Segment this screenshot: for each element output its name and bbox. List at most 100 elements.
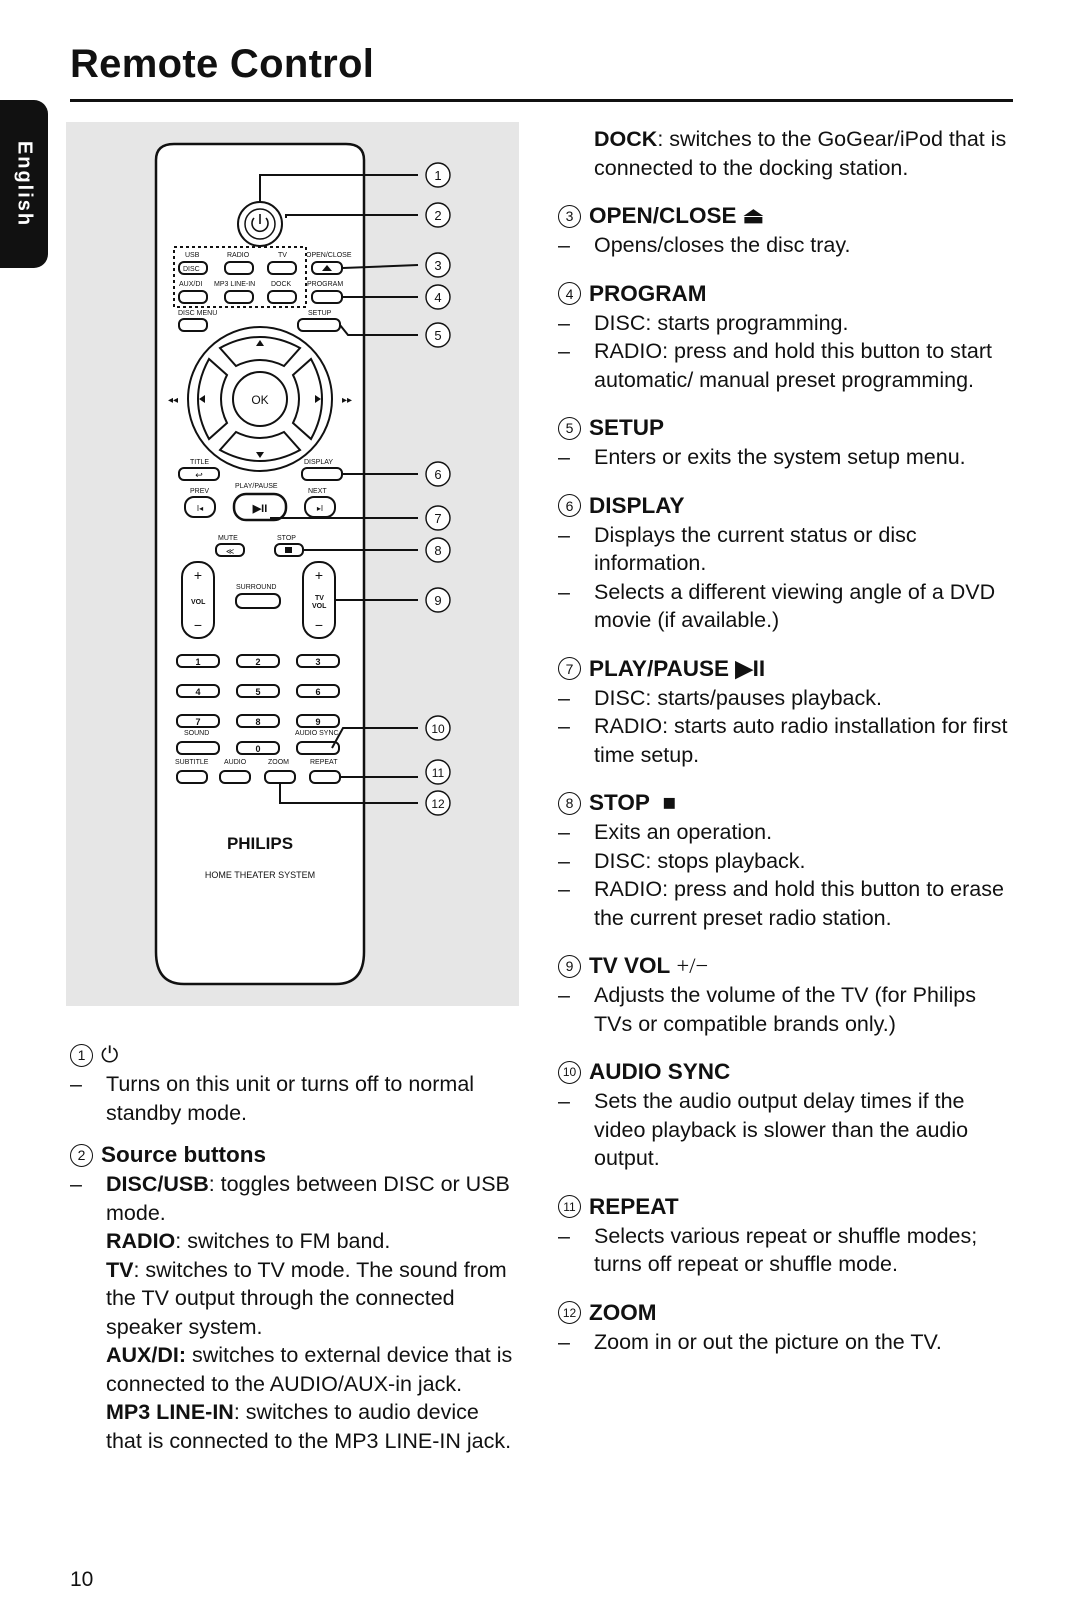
section-title: PROGRAM xyxy=(589,280,707,306)
disc-button xyxy=(178,261,208,275)
title-rule xyxy=(70,99,1013,102)
callout-8: 8 xyxy=(434,543,441,558)
item-text: DISC: starts/pauses playback. xyxy=(594,685,882,710)
display-button xyxy=(301,467,343,481)
remote-illustration-panel: ◂◂ ▸▸ ↩ I◂ ▶II ▸I ≪ + − + − 1 2 3 4 5 6 … xyxy=(66,122,519,1006)
item-text: DISC: starts programming. xyxy=(594,310,849,335)
vol-rocker xyxy=(181,561,215,639)
disc-usb-text: : toggles between DISC or USB mode. xyxy=(106,1172,510,1225)
label-aux-di: AUX/DI xyxy=(179,281,202,288)
callout-5: 5 xyxy=(434,328,441,343)
svg-text:▸▸: ▸▸ xyxy=(342,395,352,406)
label-audio-sync: AUDIO SYNC xyxy=(295,730,339,737)
language-label: English xyxy=(13,140,36,228)
label-tv: TV xyxy=(278,252,287,259)
mp3-line-in-button xyxy=(224,290,254,304)
section-title: STOP xyxy=(589,790,650,815)
section-number: 1 xyxy=(70,1043,93,1067)
callout-7: 7 xyxy=(434,511,441,526)
callout-4: 4 xyxy=(434,290,441,305)
item-text: Adjusts the volume of the TV (for Philip… xyxy=(594,983,977,1036)
digit-8: 8 xyxy=(255,717,260,727)
prev-button xyxy=(184,496,216,518)
section-number: 2 xyxy=(70,1143,93,1167)
page-number: 10 xyxy=(70,1568,94,1591)
radio-term: RADIO xyxy=(106,1229,176,1253)
radio-button xyxy=(224,261,254,275)
section-number: 5 xyxy=(558,416,581,440)
item-text: Selects various repeat or shuffle modes;… xyxy=(594,1223,978,1277)
title-button xyxy=(178,467,220,481)
play-pause-icon: ▶II xyxy=(735,655,766,681)
svg-text:−: − xyxy=(194,617,202,633)
section-number: 9 xyxy=(558,954,581,978)
section-title: REPEAT xyxy=(589,1193,679,1219)
tv-vol-rocker xyxy=(302,561,336,639)
left-button xyxy=(197,357,229,441)
dock-term: DOCK xyxy=(594,127,658,151)
label-surround: SURROUND xyxy=(236,584,276,591)
label-display: DISPLAY xyxy=(304,459,333,466)
label-open-close: OPEN/CLOSE xyxy=(306,252,352,259)
section-number: 6 xyxy=(558,494,581,517)
aux-di-term: AUX/DI: xyxy=(106,1343,187,1367)
mp3-line-in-text: : switches to audio device that is conne… xyxy=(106,1400,512,1453)
item-text: Selects a different viewing angle of a D… xyxy=(594,579,996,633)
label-vol: VOL xyxy=(191,599,206,606)
label-disc: DISC xyxy=(183,266,200,273)
right-button xyxy=(291,357,323,441)
svg-text:▸I: ▸I xyxy=(317,504,323,513)
section-title: TV VOL xyxy=(589,953,671,978)
label-dock: DOCK xyxy=(271,281,292,288)
callout-9: 9 xyxy=(434,593,441,608)
source-buttons-box xyxy=(173,246,307,308)
tv-text: : switches to TV mode. The sound from th… xyxy=(106,1257,507,1339)
section-number: 4 xyxy=(558,282,581,305)
digit-3: 3 xyxy=(315,657,320,667)
callout-1: 1 xyxy=(434,168,441,183)
callout-12: 12 xyxy=(431,797,445,811)
label-zoom: ZOOM xyxy=(268,759,289,766)
digit-7: 7 xyxy=(195,717,200,727)
svg-text:≪: ≪ xyxy=(226,547,234,556)
svg-text:+: + xyxy=(315,567,323,583)
audio-button xyxy=(219,770,251,784)
callout-2: 2 xyxy=(434,208,441,223)
label-repeat: REPEAT xyxy=(310,759,338,766)
label-tv-vol-1: TV xyxy=(315,595,324,602)
svg-text:◂◂: ◂◂ xyxy=(168,395,178,406)
up-button xyxy=(218,336,302,368)
label-program: PROGRAM xyxy=(307,281,343,288)
item-text: Zoom in or out the picture on the TV. xyxy=(594,1329,942,1354)
sound-button xyxy=(176,741,220,755)
power-icon: ⏻ xyxy=(101,1042,119,1067)
label-radio: RADIO xyxy=(227,252,250,259)
mute-button xyxy=(215,543,245,557)
digit-1: 1 xyxy=(195,657,200,667)
radio-text: : switches to FM band. xyxy=(175,1229,391,1253)
ok-button xyxy=(232,371,288,427)
disc-usb-term: DISC/USB xyxy=(106,1172,209,1196)
item-text: DISC: stops playback. xyxy=(594,848,806,873)
repeat-button xyxy=(309,770,341,784)
callout-10: 10 xyxy=(431,722,445,736)
digit-2: 2 xyxy=(255,657,260,667)
subtitle-button xyxy=(176,770,208,784)
label-title: TITLE xyxy=(190,459,209,466)
item-text: Enters or exits the system setup menu. xyxy=(594,445,966,469)
tv-term: TV xyxy=(106,1257,134,1282)
language-tab: English xyxy=(0,100,48,268)
label-mute: MUTE xyxy=(218,535,238,542)
svg-text:+: + xyxy=(194,567,202,583)
section-number: 11 xyxy=(558,1195,581,1218)
section-title: SETUP xyxy=(589,415,665,440)
section-1-text: Turns on this unit or turns off to norma… xyxy=(106,1072,475,1125)
play-pause-button xyxy=(232,492,288,522)
aux-di-button xyxy=(178,290,208,304)
callout-11: 11 xyxy=(432,766,445,780)
